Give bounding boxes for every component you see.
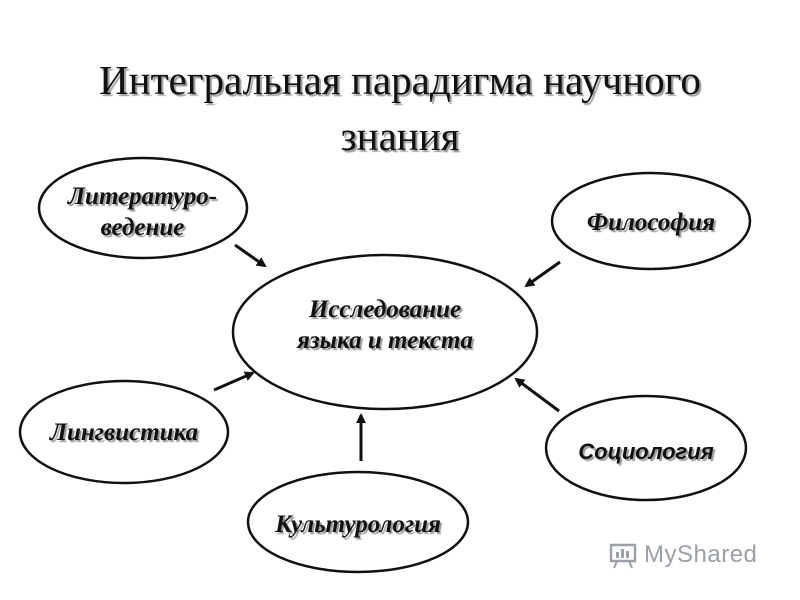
page-title: Интегральная парадигма научного знания <box>0 52 800 164</box>
culturology-node-label: Культурология <box>275 511 441 538</box>
watermark: MyShared <box>608 538 757 572</box>
center-label-line-2: языка и текста <box>297 327 473 354</box>
center-ellipse <box>231 253 539 411</box>
linguistics-ellipse <box>18 379 230 485</box>
arrow-literature-to-center <box>234 243 267 268</box>
arrow-philosophy-to-center <box>524 260 561 288</box>
arrow-linguistics-to-center <box>213 371 255 392</box>
sociology-ellipse <box>544 394 748 502</box>
watermark-text: MyShared <box>644 541 758 568</box>
title-line-1: Интегральная парадигма научного <box>99 57 701 103</box>
philosophy-ellipse <box>550 171 752 271</box>
presentation-board-icon <box>609 543 637 569</box>
philosophy-node-label: Философия <box>586 209 716 236</box>
literature-label-line-1: Литературо- <box>67 183 218 210</box>
literature-node-label: Литературо- ведение <box>40 181 245 243</box>
center-node-label: Исследование языка и текста <box>235 294 535 356</box>
title-line-2: знания <box>340 113 460 159</box>
arrow-sociology-to-center <box>514 377 560 413</box>
sociology-node-label: Социология <box>578 439 714 464</box>
linguistics-node-label: Лингвистика <box>49 419 199 446</box>
literature-ellipse <box>37 156 249 260</box>
literature-label-line-2: ведение <box>100 214 185 241</box>
center-label-line-1: Исследование <box>308 296 462 323</box>
culturology-ellipse <box>246 470 470 574</box>
